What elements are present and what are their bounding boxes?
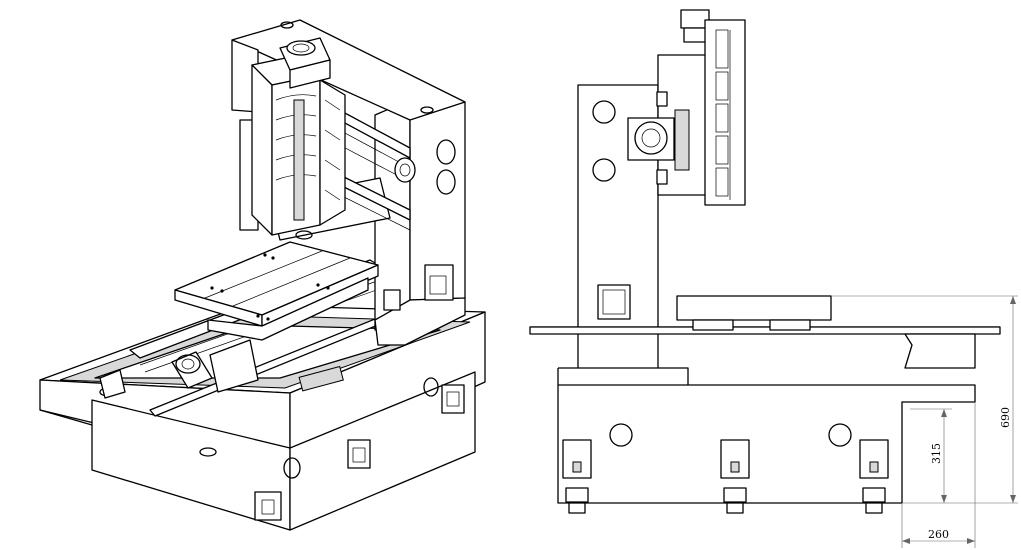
dimension-label-315: 315: [930, 443, 943, 464]
dimension-label-690: 690: [999, 407, 1012, 428]
side-view: 690 315 260: [529, 9, 1018, 548]
base-side: [557, 333, 976, 514]
table-side: [529, 295, 1001, 335]
isometric-view: [39, 19, 486, 531]
x-axis-rails: [329, 104, 416, 231]
base-casting: [39, 304, 486, 531]
spindle-head: [251, 37, 346, 240]
dimension-lines: 690 315 260: [831, 295, 1018, 548]
dimension-label-260: 260: [928, 528, 949, 541]
spindle-head-side: [627, 9, 746, 206]
worktable: [174, 241, 379, 341]
